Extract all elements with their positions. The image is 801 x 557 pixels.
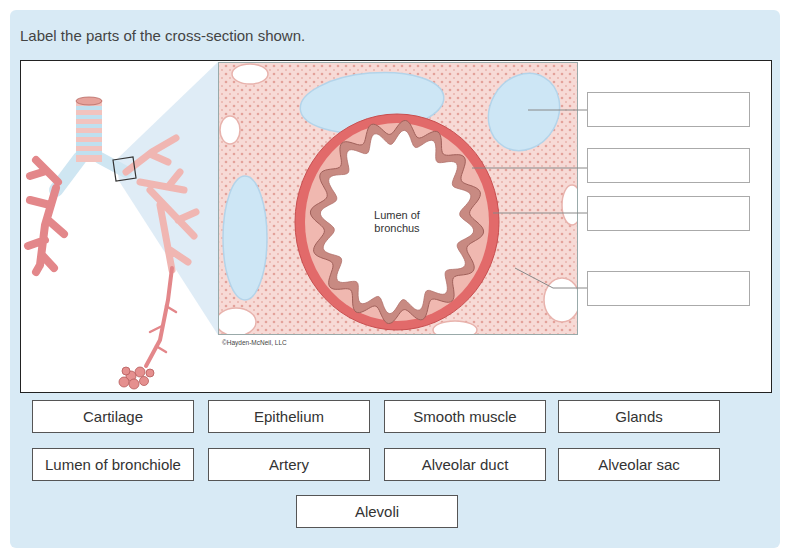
bronchiole-twigs <box>150 306 176 352</box>
bronchial-tree <box>28 97 196 389</box>
answer-tile: Glands <box>558 400 720 433</box>
ring <box>76 133 102 137</box>
bronchiole <box>146 268 172 366</box>
alveolus <box>119 377 129 387</box>
trachea-opening <box>76 97 102 105</box>
leader-line <box>472 168 587 169</box>
alveolar-space <box>220 116 240 144</box>
ring <box>76 124 102 128</box>
answer-tile: Smooth muscle <box>384 400 546 433</box>
leader-line <box>493 213 587 214</box>
cross-section <box>218 62 578 335</box>
alveolus <box>135 367 145 377</box>
trachea <box>76 100 102 162</box>
alveolar-space <box>562 185 578 225</box>
answer-slot <box>588 272 750 306</box>
lumen-label: Lumen of bronchus <box>364 209 430 234</box>
right-branches <box>126 138 196 270</box>
alveolar-space <box>544 278 578 322</box>
tile-label: Smooth muscle <box>413 408 516 425</box>
alveolar-cluster <box>119 367 154 389</box>
alveolar-space <box>232 64 268 84</box>
smooth-muscle-ring <box>295 114 499 330</box>
epithelium <box>310 121 483 324</box>
answer-tile: Alveolar sac <box>558 448 720 481</box>
ring <box>76 142 102 146</box>
alveolar-space <box>218 308 256 335</box>
copyright-note: ©Hayden-McNeil, LLC <box>222 339 287 346</box>
cartilage-plate <box>475 62 574 164</box>
tile-label: Lumen of bronchiole <box>45 456 181 473</box>
answer-tile: Alveolar duct <box>384 448 546 481</box>
answer-tile: Cartilage <box>32 400 194 433</box>
tile-label: Alevoli <box>355 503 399 520</box>
answer-slot <box>588 93 750 127</box>
leader-lines <box>472 110 587 288</box>
answer-tile: Epithelium <box>208 400 370 433</box>
ring <box>76 115 102 119</box>
trachea-rings <box>76 106 102 155</box>
alveolus <box>122 367 130 375</box>
leader-line <box>515 268 587 288</box>
answer-slot <box>588 197 750 231</box>
lumen <box>320 130 473 313</box>
cartilage-plate <box>223 176 267 300</box>
answer-tile: Lumen of bronchiole <box>32 448 194 481</box>
alveolus <box>129 379 139 389</box>
image-frame <box>219 63 578 335</box>
tile-label: Epithelium <box>254 408 324 425</box>
alveolus <box>140 377 149 386</box>
answer-tile: Alevoli <box>296 495 458 528</box>
ring <box>76 106 102 110</box>
answer-slots <box>588 93 750 306</box>
leader-line <box>528 110 587 111</box>
ring <box>76 151 102 155</box>
left-branches <box>28 160 64 272</box>
answer-tile: Artery <box>208 448 370 481</box>
tile-label: Alveolar sac <box>598 456 680 473</box>
alveolar-space <box>433 321 477 335</box>
alveolus <box>146 369 154 377</box>
tile-label: Cartilage <box>83 408 143 425</box>
zoom-box <box>113 157 136 181</box>
tile-label: Alveolar duct <box>422 456 509 473</box>
lamina-propria <box>305 123 489 321</box>
tile-label: Artery <box>269 456 309 473</box>
question-title: Label the parts of the cross-section sho… <box>20 27 305 44</box>
answer-slot <box>588 149 750 183</box>
tile-label: Glands <box>615 408 663 425</box>
